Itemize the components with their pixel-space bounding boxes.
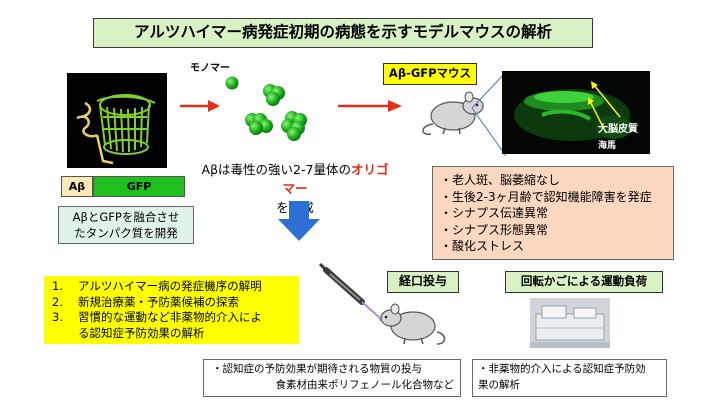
goal-number: 2. [52,294,63,309]
exercise-note-line1: ・非薬物的介入による認知症予防効 [478,363,646,375]
phenotype-item: ・シナプス伝達異常 [440,206,549,220]
goal-item: 2. 新規治療薬・予防薬候補の探索 [52,295,299,311]
page-title: アルツハイマー病発症初期の病態を示すモデルマウスの解析 [93,18,593,48]
food-note-line2: 食素材由来ポリフェノール化合物など [275,378,455,391]
goal-number: 3. [52,310,63,324]
gfp-segment: GFP [93,176,185,197]
goal-text: 新規治療薬・予防薬候補の探索 [78,294,239,309]
oral-administration-label: 経口投与 [387,271,459,293]
cortex-label: 大脳皮質 [598,124,638,135]
fusion-note-line1: AβとGFPを融合させ [72,210,180,224]
phenotype-list: ・老人斑、脳萎縮なし ・生後2-3ヶ月齢で認知機能障害を発症 ・シナプス伝達異常… [432,166,674,260]
mouse-icon [380,303,446,345]
goal-text-line: 習慣的な運動など非薬物的介入によ [78,310,262,324]
phenotype-item: ・生後2-3ヶ月齢で認知機能障害を発症 [440,189,652,204]
wheel-exercise-label: 回転かごによる運動負荷 [505,271,663,293]
fusion-note-line2: たタンパク質を開発 [74,226,178,240]
red-arrow-right-icon [180,100,220,112]
oligomer-cluster-icon [245,84,307,141]
exercise-intervention-note: ・非薬物的介入による認知症予防効 果の解析 [472,359,667,397]
goal-item: 3. 習慣的な運動など非薬物的介入によ る認知症予防効果の解析 [52,310,299,341]
exercise-note-line2: 果の解析 [478,378,520,391]
oligomer-text-prefix: Aβは毒性の強い2-7量体の [201,162,351,177]
brain-gfp-image [502,71,650,154]
blue-arrow-down-icon [278,201,320,241]
protein-structure-image [67,73,167,168]
running-wheel-cage-image [530,298,610,348]
food-note-line1: ・認知症の予防効果が期待される物質の投与 [212,363,422,375]
mouse-icon [422,91,484,135]
red-arrow-right-icon [338,100,402,112]
phenotype-item: ・酸化ストレス [440,239,525,253]
fusion-protein-note: AβとGFPを融合させ たタンパク質を開発 [58,206,194,244]
goal-text-line: る認知症予防効果の解析 [78,325,205,340]
goal-item: 1. アルツハイマー病の発症機序の解明 [52,279,299,295]
brain-connector-lines [471,71,507,157]
abeta-segment: Aβ [61,176,93,197]
goal-text: アルツハイマー病の発症機序の解明 [78,279,262,293]
syringe-icon [318,262,384,322]
monomer-sphere-icon [225,76,239,90]
goal-number: 1. [52,279,63,293]
hippocampus-label: 海馬 [598,141,617,151]
phenotype-item: ・シナプス形態異常 [440,222,549,237]
monomer-label: モノマー [190,63,230,74]
oligomer-highlight: オリゴマー [282,162,389,196]
goal-text: 習慣的な運動など非薬物的介入によ る認知症予防効果の解析 [78,310,262,341]
research-goals: 1. アルツハイマー病の発症機序の解明 2. 新規治療薬・予防薬候補の探索 3.… [44,276,299,344]
compound-administration-note: ・認知症の予防効果が期待される物質の投与 食素材由来ポリフェノール化合物など [203,359,461,397]
abeta-gfp-mouse-label: Aβ-GFPマウス [383,63,477,85]
phenotype-item: ・老人斑、脳萎縮なし [440,173,561,187]
